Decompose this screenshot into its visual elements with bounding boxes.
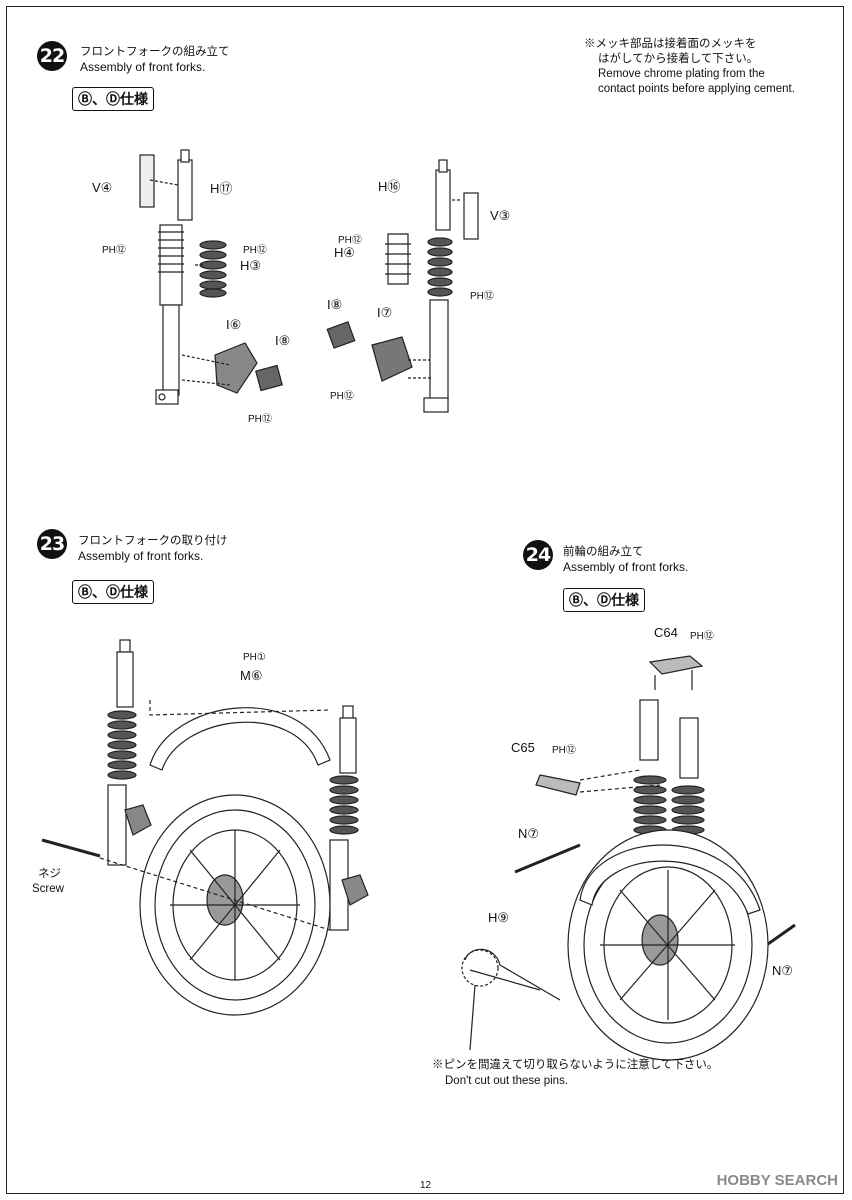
note-chrome-en-1: Remove chrome plating from the <box>598 68 765 80</box>
part-label: H⑨ <box>488 910 510 925</box>
note-chrome-jp-2: はがしてから接着して下さい。 <box>598 53 759 65</box>
fork-wheel-24 <box>461 655 796 1061</box>
part-label: PH⑫ <box>248 414 272 425</box>
page-number: 12 <box>420 1180 432 1191</box>
fork-right-22 <box>326 159 479 413</box>
step-number-24: 24 <box>523 540 553 570</box>
part-label: Screw <box>32 883 64 895</box>
part-label: PH⑫ <box>330 391 354 402</box>
step-23-title-en: Assembly of front forks. <box>78 549 204 563</box>
part-label: H⑰ <box>210 181 233 196</box>
part-label: I⑧ <box>275 333 291 348</box>
part-label: V③ <box>490 208 511 223</box>
part-label: PH⑫ <box>552 745 576 756</box>
note-chrome-en-2: contact points before applying cement. <box>598 83 795 95</box>
fork-wheel-23 <box>41 639 369 1016</box>
watermark-logo: HOBBY SEARCH <box>716 1172 838 1189</box>
step-22-spec-badge: Ⓑ、Ⓓ仕様 <box>72 87 154 111</box>
part-label: I⑧ <box>327 297 343 312</box>
part-label: PH⑫ <box>243 245 267 256</box>
part-label: M⑥ <box>240 668 263 683</box>
step-23-title-jp: フロントフォークの取り付け <box>78 533 228 547</box>
part-label: H④ <box>334 245 356 260</box>
fork-left-22 <box>139 149 283 405</box>
step-24-title-en: Assembly of front forks. <box>563 560 689 574</box>
note-chrome-jp-1: ※メッキ部品は接着面のメッキを <box>584 38 757 50</box>
manual-page <box>6 6 844 1194</box>
part-label: C64 <box>654 625 678 640</box>
part-label: PH① <box>243 652 266 663</box>
part-label: H⑯ <box>378 179 401 194</box>
part-label: H③ <box>240 258 262 273</box>
part-label: PH⑫ <box>102 245 126 256</box>
part-label: PH⑫ <box>338 235 362 246</box>
part-label: PH⑫ <box>690 631 714 642</box>
step-number-23: 23 <box>37 529 67 559</box>
part-label: PH⑫ <box>470 291 494 302</box>
part-label: V④ <box>92 180 113 195</box>
step-23-spec-badge: Ⓑ、Ⓓ仕様 <box>72 580 154 604</box>
part-label: N⑦ <box>518 826 540 841</box>
step-24-spec-badge: Ⓑ、Ⓓ仕様 <box>563 588 645 612</box>
part-label: N⑦ <box>772 963 794 978</box>
part-label: I⑦ <box>377 305 393 320</box>
part-label: C65 <box>511 740 535 755</box>
step-24-title-jp: 前輪の組み立て <box>563 544 644 558</box>
step-24-note-jp: ※ピンを間違えて切り取らないように注意して下さい。 <box>432 1059 719 1071</box>
step-22-title-en: Assembly of front forks. <box>80 60 206 74</box>
step-22-title-jp: フロントフォークの組み立て <box>80 44 230 58</box>
step-number-22: 22 <box>37 41 67 71</box>
part-label: I⑥ <box>226 317 242 332</box>
step-24-note-en: Don't cut out these pins. <box>445 1075 569 1087</box>
part-label: ネジ <box>38 868 61 880</box>
